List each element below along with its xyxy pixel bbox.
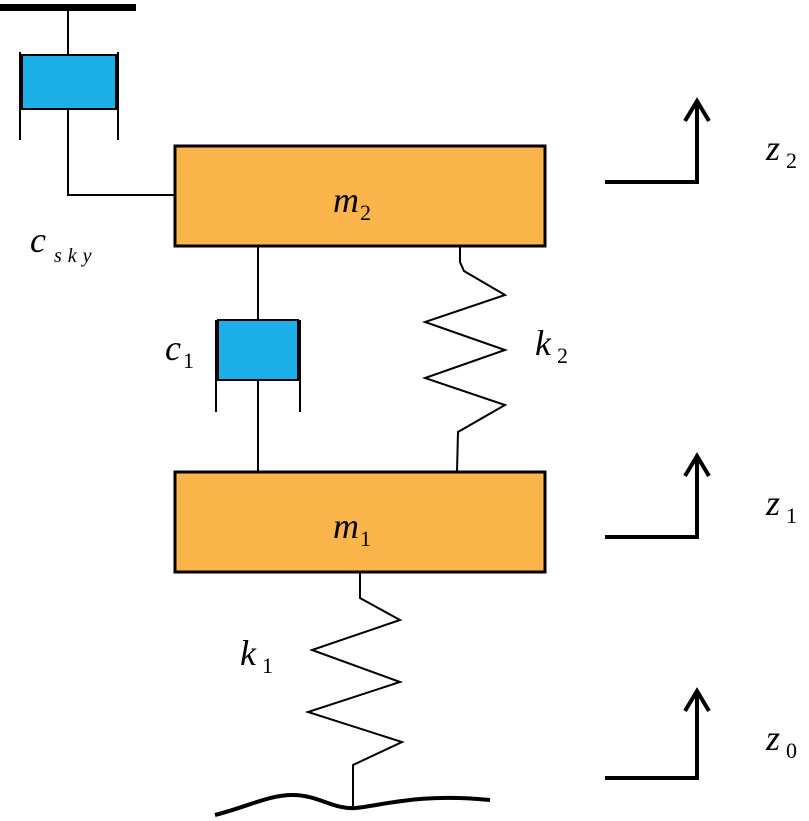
tire-spring <box>304 572 405 806</box>
z2-arrow-shaft <box>605 102 699 184</box>
road-surface <box>214 792 491 817</box>
damper-piston <box>217 319 299 381</box>
skyhook-piston <box>21 54 117 110</box>
z1-arrow-head <box>683 452 711 478</box>
skyhook-rod-bottom <box>67 109 175 196</box>
z0-displacement-arrow <box>605 687 711 780</box>
z1-arrow-shaft <box>605 457 699 539</box>
unsprung-mass-label: m1 <box>333 506 371 551</box>
skyhook-damper <box>19 10 175 196</box>
suspension-damper <box>215 246 301 472</box>
sky-reference-bar <box>0 4 136 11</box>
z0-arrow-shaft <box>605 692 699 780</box>
sprung-mass-label: m2 <box>333 180 371 225</box>
z1-displacement-arrow <box>605 452 711 539</box>
unsprung-mass-box <box>173 470 547 574</box>
sprung-mass-box <box>173 144 547 248</box>
z2-displacement-arrow <box>605 97 711 184</box>
z2-arrow-head <box>683 97 711 123</box>
z0-arrow-head <box>683 687 711 713</box>
suspension-spring <box>421 247 509 473</box>
suspension-damper-label: c1 <box>165 328 194 373</box>
